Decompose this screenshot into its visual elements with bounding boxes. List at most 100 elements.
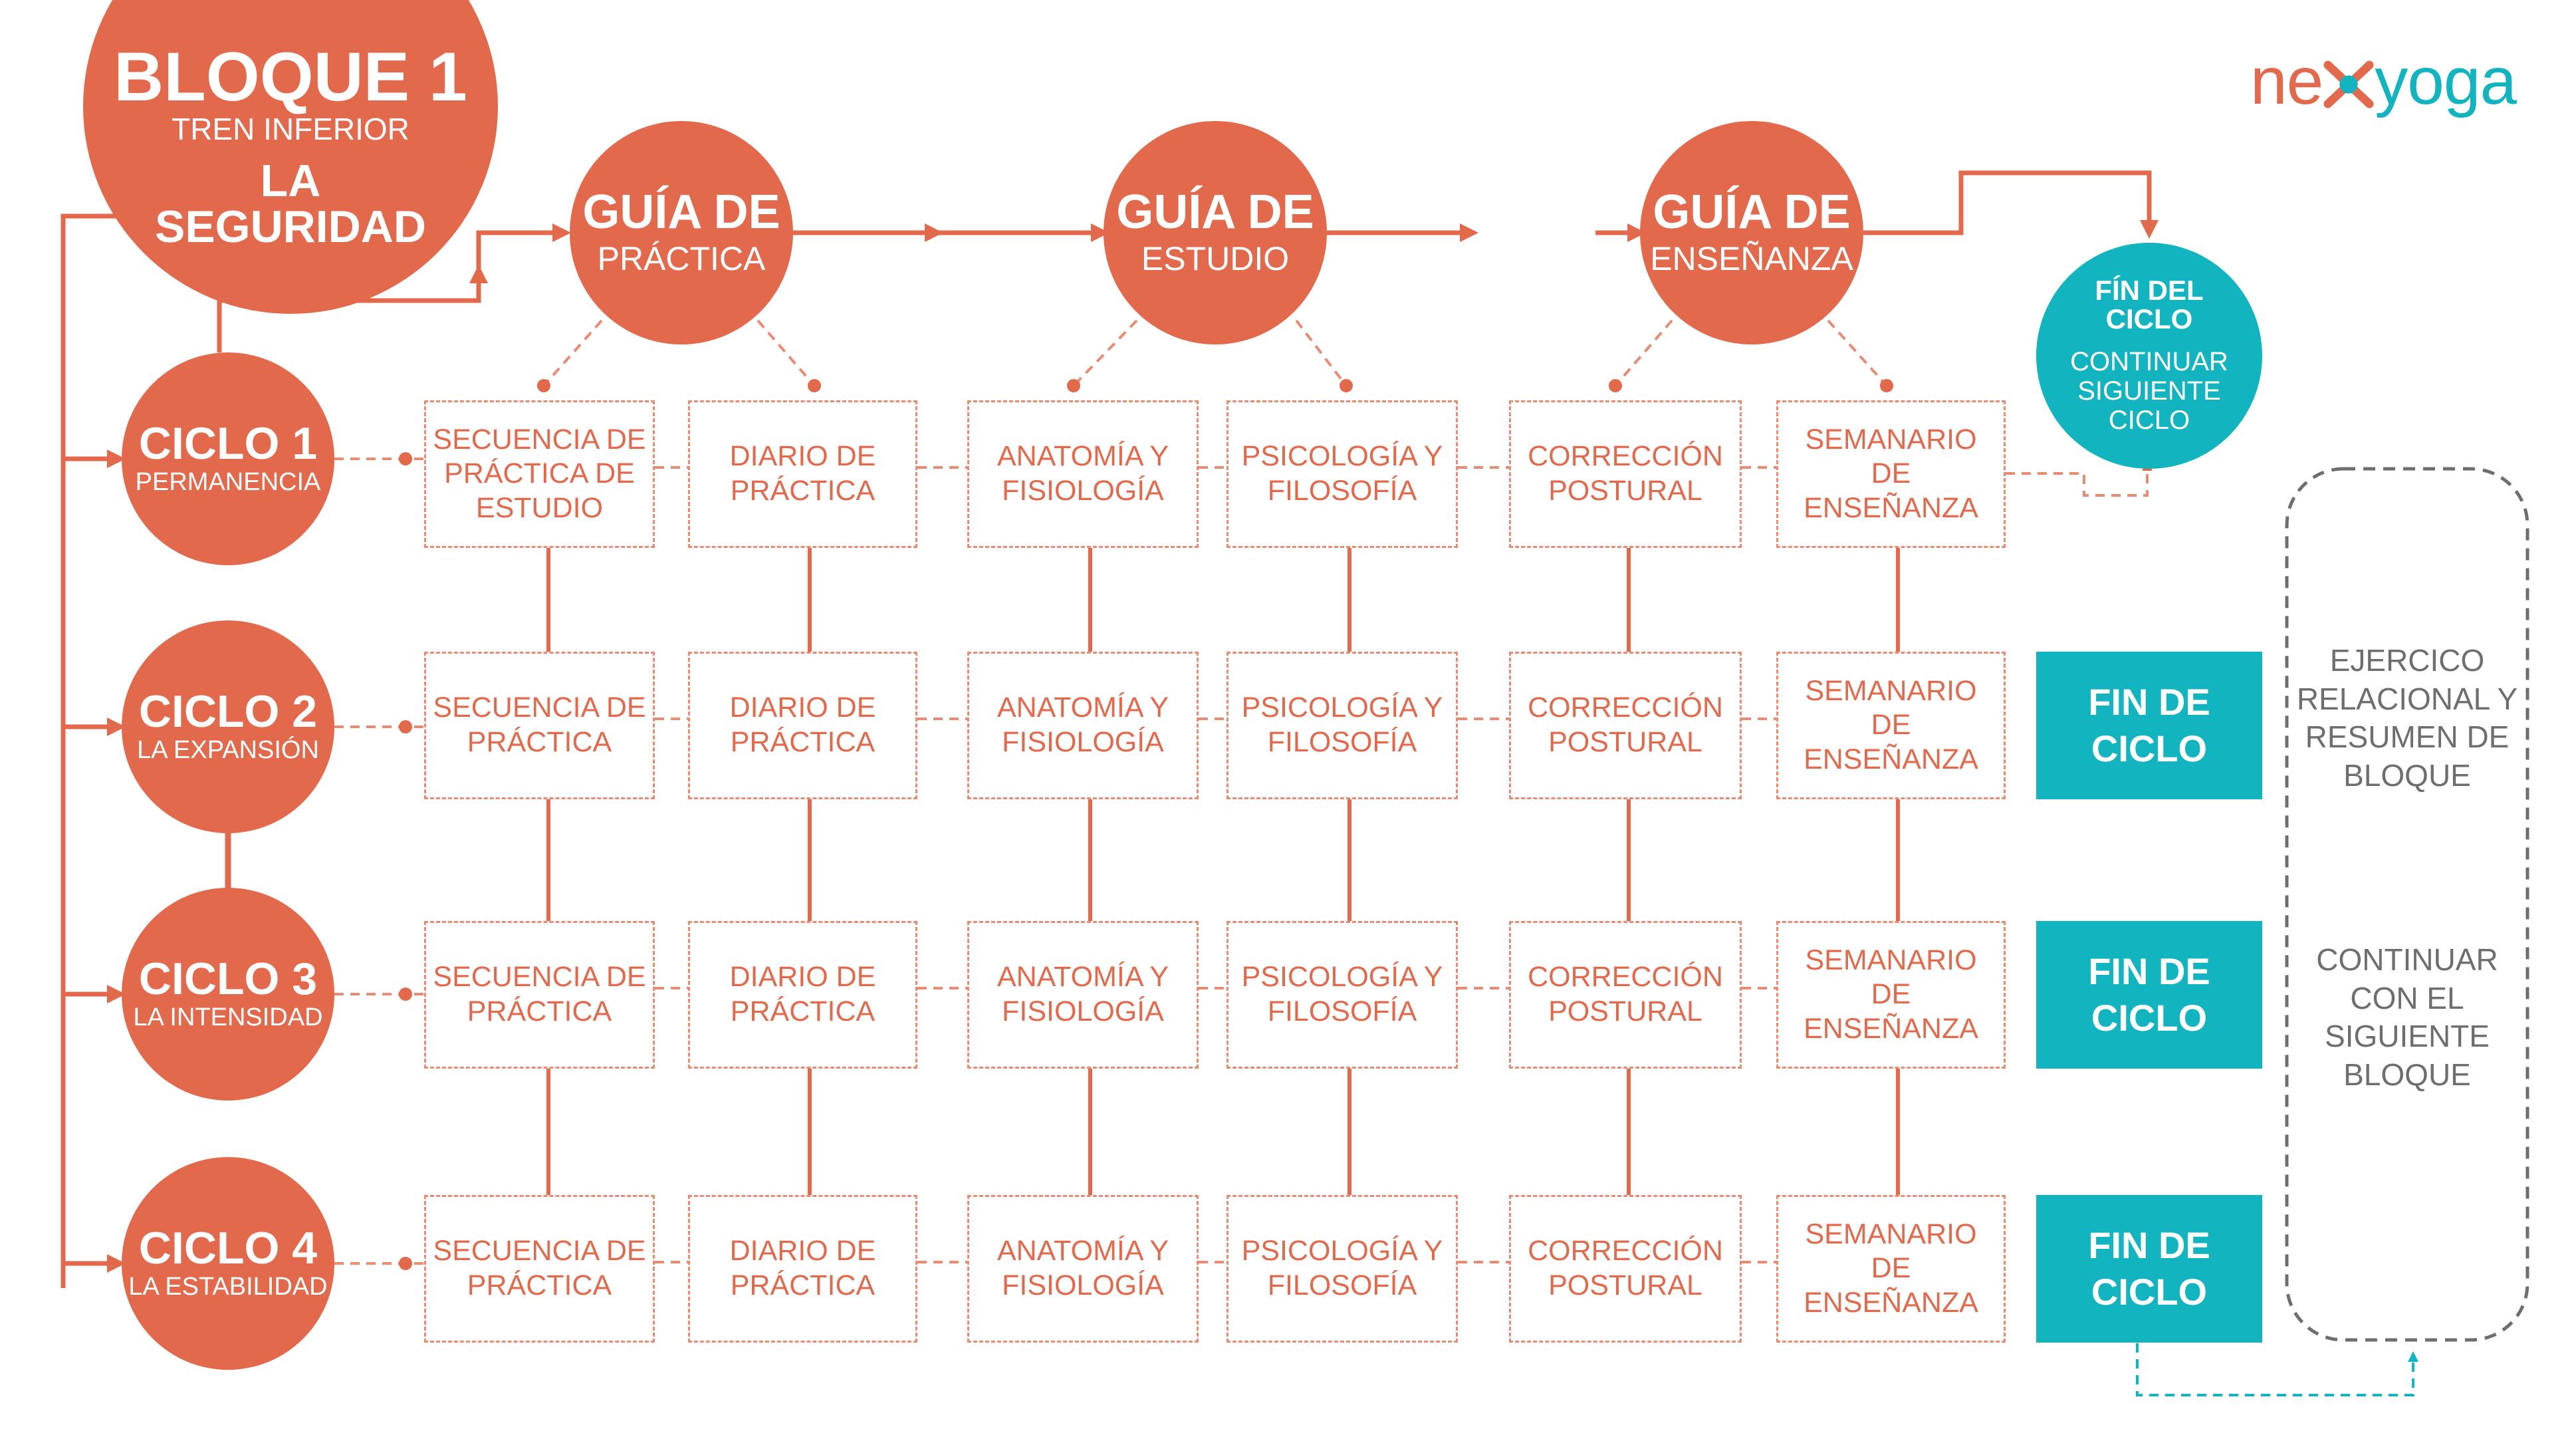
row-1-to-end: [2006, 460, 2153, 497]
task-label-line: PSICOLOGÍA Y: [1241, 692, 1443, 724]
circle-title: BLOQUE 1: [114, 39, 467, 116]
task-label-line: POSTURAL: [1548, 1269, 1702, 1301]
circle-subtitle: SIGUIENTE: [2077, 376, 2221, 406]
task-label-line: FISIOLOGÍA: [1002, 1269, 1164, 1301]
fin-label-line: FIN DE: [2088, 1224, 2210, 1266]
task-label-line: SECUENCIA DE: [433, 1235, 646, 1267]
task-label-line: FISIOLOGÍA: [1002, 995, 1164, 1027]
task-label-line: PSICOLOGÍA Y: [1241, 1235, 1443, 1267]
task-label-line: PSICOLOGÍA Y: [1241, 961, 1443, 993]
row-4-lead-dot: [399, 1257, 412, 1270]
task-label-line: POSTURAL: [1548, 995, 1702, 1027]
circle-title: GUÍA DE: [582, 185, 780, 239]
task-label-line: ANATOMÍA Y: [996, 961, 1169, 993]
task-label-line: CORRECCIÓN: [1528, 1235, 1723, 1267]
row-2-lead-dot: [399, 720, 412, 733]
circle-title: CICLO: [2105, 303, 2193, 334]
circle-subtitle: PRÁCTICA: [597, 240, 766, 278]
circle-subtitle: ENSEÑANZA: [1650, 240, 1853, 278]
task-label-line: DIARIO DE: [729, 1235, 876, 1267]
task-label-line: SEMANARIO DE: [1805, 944, 1977, 1011]
panel-continue-text-line: SIGUIENTE: [2325, 1019, 2490, 1053]
next-block-panel-border: [2285, 467, 2529, 1342]
task-label-line: PSICOLOGÍA Y: [1241, 440, 1443, 473]
guide-diagonal-dot-4: [1340, 379, 1353, 392]
circle-title: CICLO 3: [138, 954, 318, 1005]
task-label-line: DIARIO DE: [729, 961, 876, 993]
task-label-line: ANATOMÍA Y: [996, 1235, 1169, 1267]
task-label-line: CORRECCIÓN: [1528, 440, 1723, 473]
guide-diagonal-6: [1827, 319, 1888, 387]
logo-x-mark: [2323, 61, 2374, 108]
task-label-line: PRÁCTICA: [467, 1269, 612, 1301]
panel-summary-text-line: EJERCICO: [2329, 643, 2485, 678]
circle-title: LA: [260, 155, 321, 206]
task-label-line: FILOSOFÍA: [1267, 475, 1417, 507]
circle-title: SEGURIDAD: [154, 201, 427, 253]
task-label-line: ENSEÑANZA: [1804, 1286, 1978, 1319]
guide-diagonal-dot-2: [808, 379, 821, 392]
guide-diagonal-dot-1: [537, 379, 550, 392]
task-label-line: SECUENCIA DE: [433, 961, 646, 993]
task-label-line: ENSEÑANZA: [1804, 491, 1978, 524]
guide-diagonal-5: [1614, 319, 1673, 387]
circle-title: GUÍA DE: [1653, 185, 1851, 239]
task-label-line: DIARIO DE: [729, 440, 876, 473]
guide-diagonal-4: [1295, 319, 1347, 387]
task-label-line: SEMANARIO DE: [1805, 423, 1977, 490]
task-label-line: CORRECCIÓN: [1528, 961, 1723, 993]
panel-summary-text-line: BLOQUE: [2343, 757, 2471, 793]
task-label-line: PRÁCTICA: [467, 995, 612, 1027]
task-label-line: PRÁCTICA: [467, 726, 612, 758]
circle-subtitle: LA ESTABILIDAD: [128, 1272, 328, 1301]
panel-continue-text-line: BLOQUE: [2343, 1057, 2471, 1092]
guide3-to-end: [1863, 170, 2159, 239]
task-label-line: DIARIO DE: [729, 692, 876, 724]
task-label-line: ENSEÑANZA: [1804, 1012, 1978, 1045]
panel-summary-text-line: RELACIONAL Y: [2296, 681, 2518, 716]
guide-diagonal-3: [1072, 319, 1138, 387]
